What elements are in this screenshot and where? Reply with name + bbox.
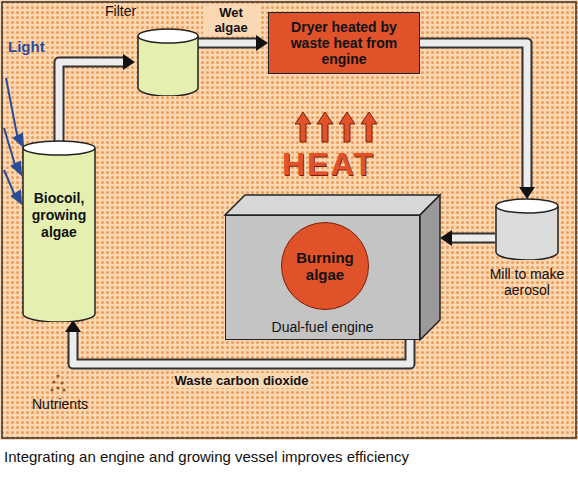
mill-cylinder: Mill to make aerosol — [480, 198, 574, 328]
heat-label: HEAT — [282, 146, 375, 183]
filter-cylinder: Filter — [105, 4, 205, 96]
burning-circle: Burning algae — [281, 222, 369, 310]
figure-caption: Integrating an engine and growing vessel… — [4, 448, 409, 465]
node-label: Dryer heated by waste heat from engine — [275, 19, 413, 67]
pipe-connector — [194, 35, 268, 51]
node-label: Filter — [105, 4, 205, 19]
mill-body — [495, 198, 559, 260]
pipe-label: Wet algae — [203, 5, 259, 35]
filter-body — [137, 28, 199, 96]
pipe-connector — [59, 54, 135, 146]
node-label: Dual-fuel engine — [230, 320, 415, 335]
dryer-box: Dryer heated by waste heat from engine — [268, 12, 420, 74]
node-label: Mill to make aerosol — [480, 266, 574, 298]
node-label: Burning algae — [282, 249, 368, 283]
node-label: Biocoil, growing algae — [24, 190, 94, 241]
nutrients-label: Nutrients — [32, 396, 88, 412]
light-label: Light — [8, 38, 45, 55]
biocoil-vessel: Biocoil, growing algae — [22, 140, 96, 322]
pipe-label: Waste carbon dioxide — [173, 373, 311, 388]
pipe-connector — [420, 43, 535, 199]
pipe-connector — [440, 230, 495, 246]
engine-box: Dual-fuel engine Burning algae — [225, 215, 420, 340]
